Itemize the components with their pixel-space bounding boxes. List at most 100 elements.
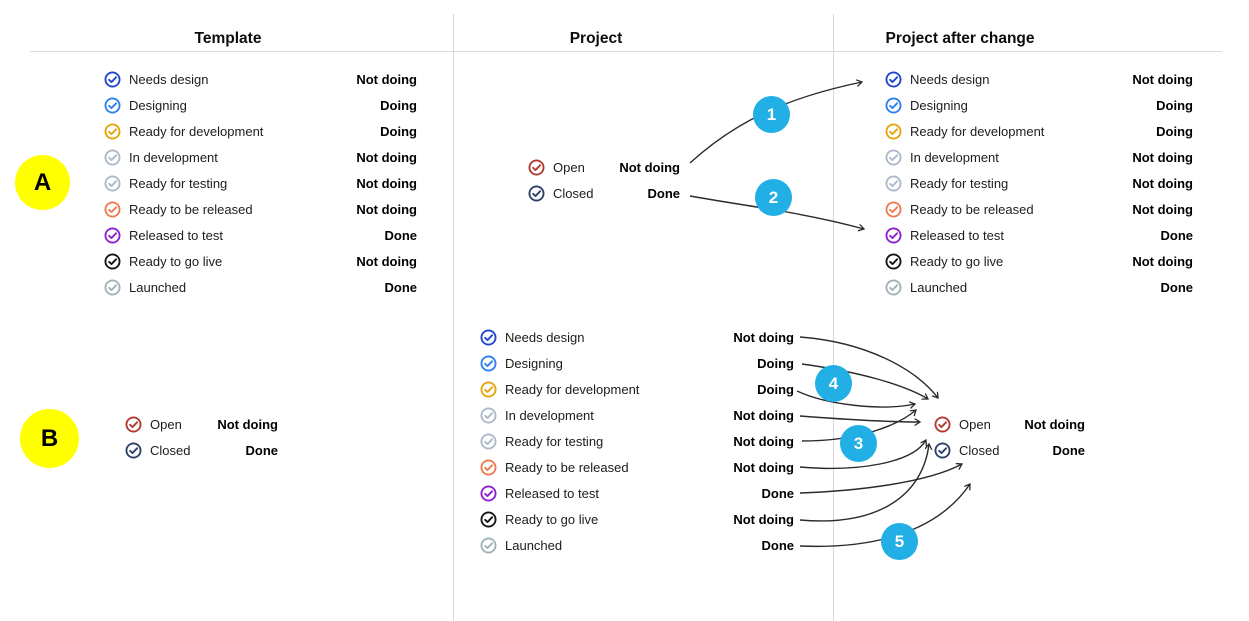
status-name: In development bbox=[505, 407, 594, 423]
status-row: Ready for development Doing bbox=[885, 118, 1193, 144]
status-mapping-label: Done bbox=[384, 279, 418, 295]
status-name: Needs design bbox=[910, 71, 990, 87]
status-row: Designing Doing bbox=[885, 92, 1193, 118]
status-mapping-label: Not doing bbox=[1132, 201, 1193, 217]
status-row: Ready to go live Not doing bbox=[885, 248, 1193, 274]
status-row: Ready for development Doing bbox=[104, 118, 417, 144]
status-name: Ready for testing bbox=[129, 175, 228, 191]
check-circle-icon bbox=[528, 185, 545, 202]
status-mapping-label: Done bbox=[384, 227, 418, 243]
status-name: Designing bbox=[505, 355, 563, 371]
status-mapping-label: Not doing bbox=[733, 511, 794, 527]
status-name: Open bbox=[553, 159, 585, 175]
check-circle-icon bbox=[104, 253, 121, 270]
check-circle-icon bbox=[480, 329, 497, 346]
status-mapping-label: Not doing bbox=[733, 407, 794, 423]
status-name: Ready to be released bbox=[129, 201, 253, 217]
status-mapping-label: Not doing bbox=[1132, 253, 1193, 269]
check-circle-icon bbox=[480, 355, 497, 372]
status-name: Open bbox=[150, 416, 182, 432]
section-marker-b: B bbox=[20, 409, 79, 468]
check-circle-icon bbox=[104, 227, 121, 244]
status-mapping-label: Not doing bbox=[619, 159, 680, 175]
check-circle-icon bbox=[480, 537, 497, 554]
check-circle-icon bbox=[104, 201, 121, 218]
status-mapping-label: Not doing bbox=[1132, 71, 1193, 87]
step-badge-1: 1 bbox=[753, 96, 790, 133]
status-mapping-label: Not doing bbox=[356, 71, 417, 87]
column-divider-left bbox=[453, 14, 454, 621]
check-circle-icon bbox=[885, 175, 902, 192]
status-mapping-label: Not doing bbox=[217, 416, 278, 432]
check-circle-icon bbox=[480, 407, 497, 424]
status-name: Released to test bbox=[505, 485, 599, 501]
column-header-project: Project bbox=[569, 30, 623, 47]
check-circle-icon bbox=[104, 149, 121, 166]
status-name: Launched bbox=[505, 537, 563, 553]
status-mapping-label: Done bbox=[245, 442, 279, 458]
status-name: Ready to go live bbox=[129, 253, 223, 269]
status-name: Ready to be released bbox=[910, 201, 1034, 217]
status-row: Needs design Not doing bbox=[885, 66, 1193, 92]
check-circle-icon bbox=[934, 416, 951, 433]
status-name: In development bbox=[129, 149, 218, 165]
step-badge-3: 3 bbox=[840, 425, 877, 462]
status-mapping-label: Doing bbox=[757, 381, 794, 397]
status-name: Launched bbox=[129, 279, 187, 295]
check-circle-icon bbox=[480, 433, 497, 450]
check-circle-icon bbox=[104, 175, 121, 192]
header-underline bbox=[30, 51, 1222, 52]
check-circle-icon bbox=[104, 71, 121, 88]
step-badge-2: 2 bbox=[755, 179, 792, 216]
status-mapping-label: Not doing bbox=[733, 329, 794, 345]
status-mapping-label: Done bbox=[761, 485, 795, 501]
status-row: Open Not doing bbox=[125, 411, 278, 437]
status-name: Ready to go live bbox=[910, 253, 1004, 269]
status-mapping-label: Doing bbox=[1156, 97, 1193, 113]
status-row: Released to test Done bbox=[104, 222, 417, 248]
check-circle-icon bbox=[885, 97, 902, 114]
status-mapping-label: Not doing bbox=[1024, 416, 1085, 432]
status-name: Ready for development bbox=[910, 123, 1045, 139]
step-badge-5: 5 bbox=[881, 523, 918, 560]
status-name: Open bbox=[959, 416, 991, 432]
status-name: Ready for development bbox=[505, 381, 640, 397]
check-circle-icon bbox=[885, 253, 902, 270]
status-mapping-label: Done bbox=[1160, 227, 1194, 243]
status-row: Open Not doing bbox=[528, 154, 680, 180]
status-name: Designing bbox=[910, 97, 968, 113]
status-row: Ready for development Doing bbox=[480, 376, 794, 402]
status-name: Released to test bbox=[129, 227, 223, 243]
status-mapping-label: Doing bbox=[380, 123, 417, 139]
status-mapping-label: Done bbox=[761, 537, 795, 553]
status-name: In development bbox=[910, 149, 999, 165]
status-name: Needs design bbox=[505, 329, 585, 345]
check-circle-icon bbox=[885, 279, 902, 296]
status-name: Ready for development bbox=[129, 123, 264, 139]
check-circle-icon bbox=[480, 459, 497, 476]
check-circle-icon bbox=[125, 442, 142, 459]
check-circle-icon bbox=[480, 485, 497, 502]
status-mapping-label: Doing bbox=[1156, 123, 1193, 139]
status-mapping-label: Not doing bbox=[733, 433, 794, 449]
